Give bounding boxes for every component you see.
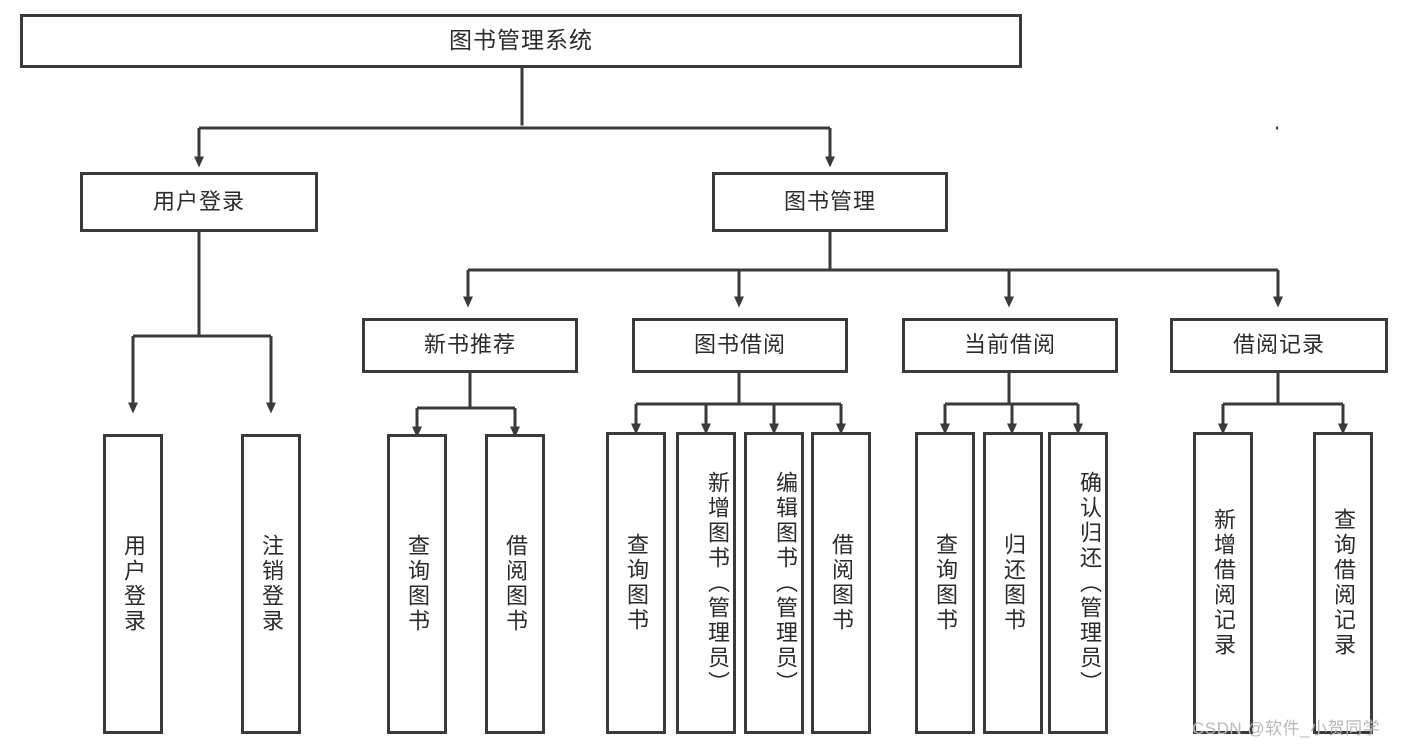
leaf-user-login[interactable]: 用户登录 bbox=[103, 434, 163, 734]
leaf-borrow-edit-book[interactable]: 编辑图书（管理员） bbox=[744, 432, 804, 734]
leaf-current-confirm-return-label: 确认归还（管理员） bbox=[1077, 470, 1102, 696]
leaf-current-return-book[interactable]: 归还图书 bbox=[983, 432, 1043, 734]
node-book-borrow[interactable]: 图书借阅 bbox=[632, 318, 848, 373]
node-book-management[interactable]: 图书管理 bbox=[712, 172, 948, 232]
leaf-current-return-book-label: 归还图书 bbox=[1001, 533, 1026, 633]
node-book-borrow-label: 图书借阅 bbox=[693, 332, 786, 358]
leaf-current-confirm-return[interactable]: 确认归还（管理员） bbox=[1048, 432, 1108, 734]
node-user-login[interactable]: 用户登录 bbox=[80, 172, 318, 232]
leaf-record-query-label: 查询借阅记录 bbox=[1331, 508, 1356, 658]
leaf-current-query-book[interactable]: 查询图书 bbox=[915, 432, 975, 734]
node-borrow-records-label: 借阅记录 bbox=[1232, 332, 1325, 358]
leaf-borrow-add-book-label: 新增图书（管理员） bbox=[705, 470, 730, 696]
node-current-borrow-label: 当前借阅 bbox=[963, 332, 1056, 358]
node-borrow-records[interactable]: 借阅记录 bbox=[1170, 318, 1388, 373]
leaf-borrow-borrow-book-label: 借阅图书 bbox=[829, 533, 854, 633]
leaf-user-logout[interactable]: 注销登录 bbox=[241, 434, 301, 734]
leaf-new-book-query-label: 查询图书 bbox=[405, 534, 430, 634]
node-current-borrow[interactable]: 当前借阅 bbox=[902, 318, 1118, 373]
leaf-user-login-label: 用户登录 bbox=[121, 534, 146, 634]
leaf-borrow-edit-book-label: 编辑图书（管理员） bbox=[773, 470, 798, 696]
leaf-new-book-query[interactable]: 查询图书 bbox=[387, 434, 447, 734]
leaf-borrow-borrow-book[interactable]: 借阅图书 bbox=[811, 432, 871, 734]
leaf-new-book-borrow[interactable]: 借阅图书 bbox=[485, 434, 545, 734]
leaf-borrow-query-book-label: 查询图书 bbox=[624, 533, 649, 633]
leaf-borrow-add-book[interactable]: 新增图书（管理员） bbox=[676, 432, 736, 734]
leaf-new-book-borrow-label: 借阅图书 bbox=[503, 534, 528, 634]
leaf-record-add[interactable]: 新增借阅记录 bbox=[1193, 432, 1253, 734]
node-book-management-label: 图书管理 bbox=[783, 188, 876, 214]
leaf-borrow-query-book[interactable]: 查询图书 bbox=[606, 432, 666, 734]
node-new-book-recommend-label: 新书推荐 bbox=[423, 332, 516, 358]
leaf-record-query[interactable]: 查询借阅记录 bbox=[1313, 432, 1373, 734]
csdn-watermark: CSDN @软件_小贺同学 bbox=[1192, 719, 1381, 738]
node-root-label: 图书管理系统 bbox=[449, 27, 593, 54]
leaf-user-logout-label: 注销登录 bbox=[259, 534, 284, 634]
node-user-login-label: 用户登录 bbox=[152, 188, 245, 214]
leaf-record-add-label: 新增借阅记录 bbox=[1211, 508, 1236, 658]
node-new-book-recommend[interactable]: 新书推荐 bbox=[362, 318, 578, 373]
node-root[interactable]: 图书管理系统 bbox=[20, 14, 1022, 68]
leaf-current-query-book-label: 查询图书 bbox=[933, 533, 958, 633]
